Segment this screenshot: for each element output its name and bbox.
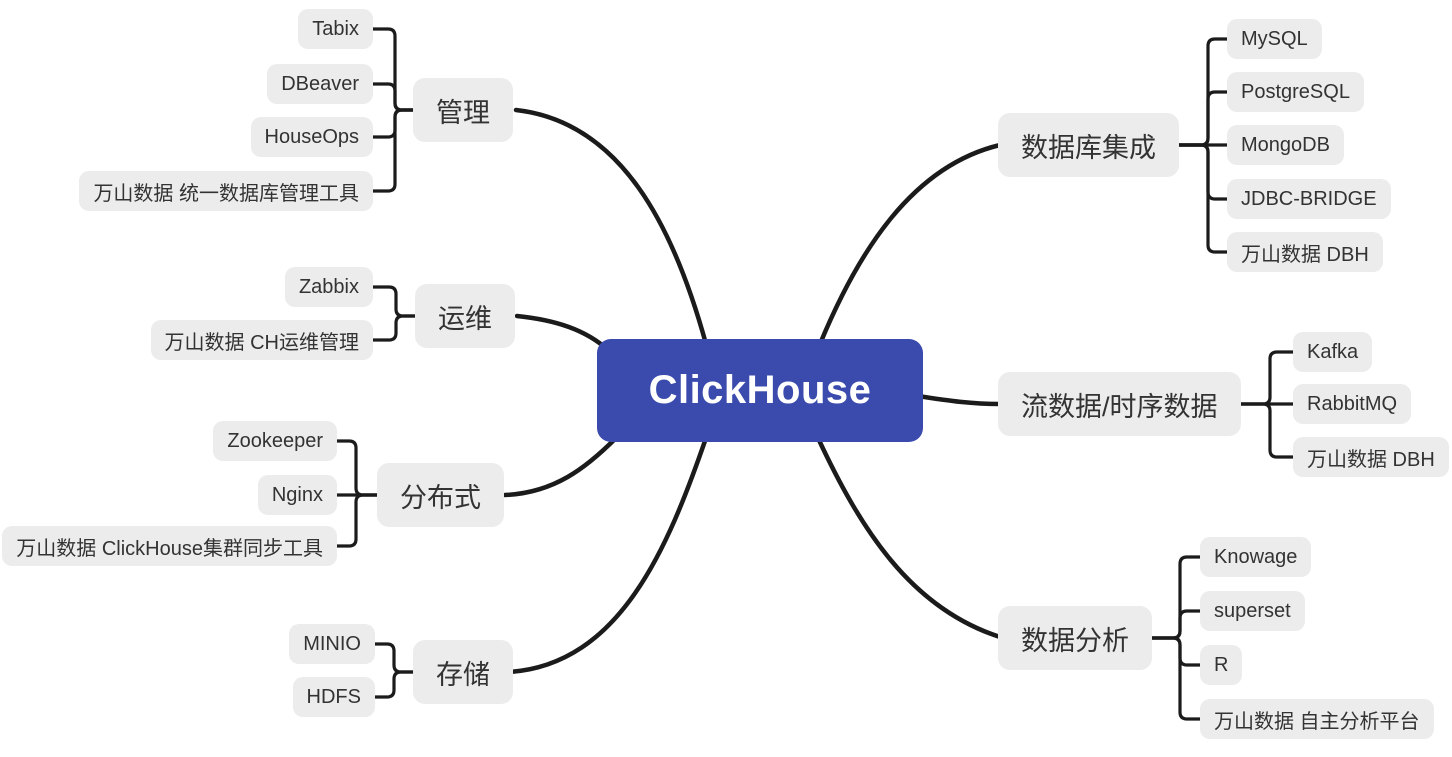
child-node-wanshan-analysis-platform[interactable]: 万山数据 自主分析平台 [1200,699,1434,739]
child-node-postgresql[interactable]: PostgreSQL [1227,72,1364,112]
link-analysis-r [1143,636,1206,667]
link-storage-hdfs [369,670,417,699]
branch-node-distributed[interactable]: 分布式 [377,463,504,527]
child-node-wanshan-clickhouse-cluster-sync[interactable]: 万山数据 ClickHouse集群同步工具 [2,526,337,566]
child-node-wanshan-unified-db-tool[interactable]: 万山数据 统一数据库管理工具 [79,171,373,211]
child-node-knowage[interactable]: Knowage [1200,537,1312,577]
child-node-mongodb[interactable]: MongoDB [1227,125,1344,165]
link-storage-minio [369,642,417,674]
branch-node-operations[interactable]: 运维 [415,284,515,348]
link-center-streaming [915,393,1003,407]
child-node-minio[interactable]: MINIO [289,624,375,664]
link-operations-wanshan-ch-ops [367,314,419,342]
link-center-analysis [815,435,1003,640]
child-node-houseops[interactable]: HouseOps [250,117,373,157]
child-node-hdfs[interactable]: HDFS [292,677,375,717]
branch-node-data-analysis[interactable]: 数据分析 [998,606,1152,670]
link-operations-zabbix [367,285,419,318]
link-management-houseops [367,108,416,139]
branch-node-management[interactable]: 管理 [413,78,513,142]
link-center-management [513,107,709,347]
link-management-tabix [367,27,416,112]
child-node-wanshan-ch-ops[interactable]: 万山数据 CH运维管理 [150,320,373,360]
branch-node-streaming-timeseries[interactable]: 流数据/时序数据 [998,372,1241,436]
child-node-kafka[interactable]: Kafka [1293,332,1373,372]
link-analysis-knowage [1143,555,1206,640]
link-distributed-zookeeper [331,439,381,497]
link-center-distributed [502,435,619,498]
link-center-operations [514,313,611,353]
child-node-tabix[interactable]: Tabix [298,9,373,49]
child-node-wanshan-dbh-stream[interactable]: 万山数据 DBH [1293,437,1449,477]
child-node-superset[interactable]: superset [1200,591,1305,631]
link-management-dbeaver [367,82,416,112]
child-node-rabbitmq[interactable]: RabbitMQ [1293,384,1412,424]
child-node-zabbix[interactable]: Zabbix [284,267,373,307]
link-streaming-kafka [1233,350,1299,406]
child-node-wanshan-dbh-db[interactable]: 万山数据 DBH [1227,232,1383,272]
child-node-nginx[interactable]: Nginx [257,475,337,515]
link-center-db-integration [817,142,1003,347]
link-distributed-wanshan-cluster-sync [331,493,381,548]
child-node-jdbc-bridge[interactable]: JDBC-BRIDGE [1227,179,1391,219]
link-analysis-wanshan-analysis-platform [1143,636,1206,721]
link-db-integration-wanshan-dbh [1163,143,1233,254]
child-node-mysql[interactable]: MySQL [1227,19,1322,59]
link-management-wanshan-unified-db-tool [367,108,416,193]
child-node-r[interactable]: R [1200,645,1243,685]
child-node-zookeeper[interactable]: Zookeeper [213,421,337,461]
branch-node-db-integration[interactable]: 数据库集成 [998,113,1179,177]
link-streaming-wanshan-dbh [1233,402,1299,459]
branch-node-storage[interactable]: 存储 [413,640,513,704]
child-node-dbeaver[interactable]: DBeaver [267,64,373,104]
link-center-storage [507,435,709,675]
center-node-clickhouse[interactable]: ClickHouse [597,339,923,442]
link-analysis-superset [1143,609,1206,640]
